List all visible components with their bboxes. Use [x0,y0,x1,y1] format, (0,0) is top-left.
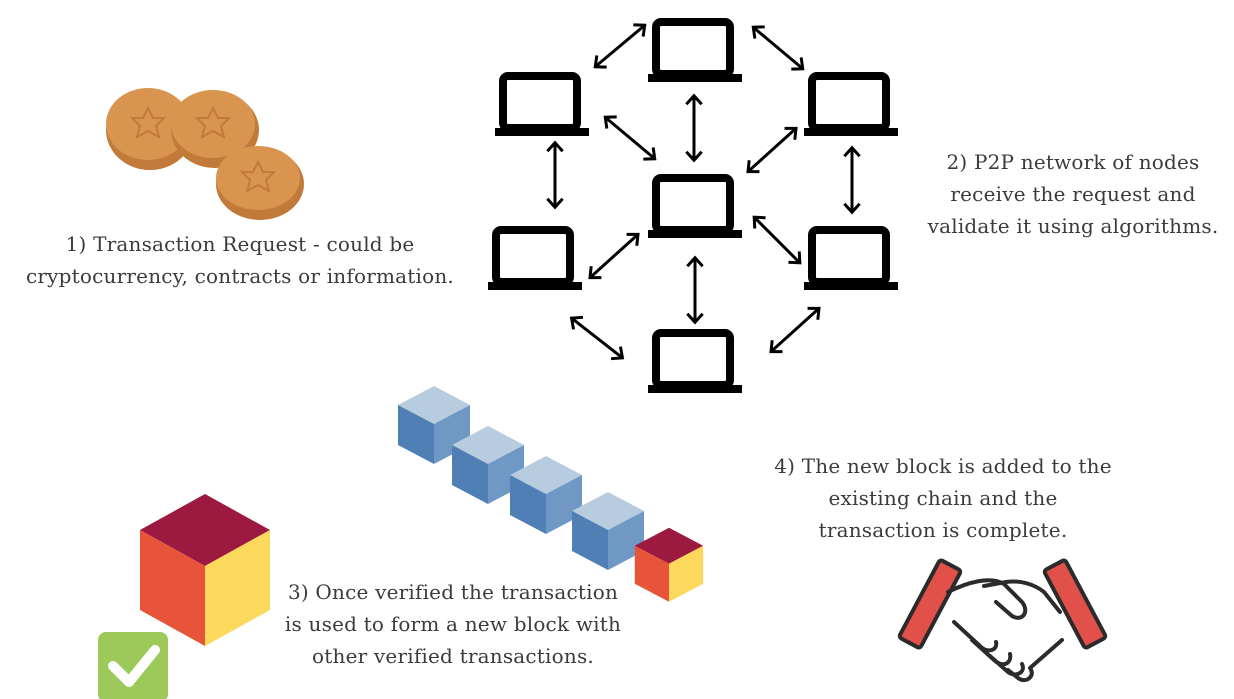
step-3-caption: 3) Once verified the transaction is used… [284,580,622,668]
double-arrow-icon [842,146,862,214]
coin-icon [106,88,194,170]
blockchain [398,386,704,602]
double-arrow-icon [545,141,565,209]
double-arrow-icon [684,94,704,162]
double-arrow-icon [747,210,807,270]
laptop-icon [648,178,742,238]
double-arrow-icon [583,227,645,285]
check-icon [98,632,168,699]
double-arrow-icon [685,256,705,324]
laptop-icon [495,76,589,136]
step-2-caption: 2) P2P network of nodes receive the requ… [927,150,1219,238]
block-icon [572,492,644,570]
double-arrow-icon [588,17,652,75]
step-4-caption: 4) The new block is added to the existin… [774,454,1112,542]
laptop-icon [648,333,742,393]
new-block-icon [634,527,704,602]
cube-icon [140,494,270,646]
p2p-network [488,17,898,393]
coin-icon [216,146,304,220]
laptop-icon [648,22,742,82]
coin-icon [171,90,259,168]
laptop-icon [804,76,898,136]
laptop-icon [804,230,898,290]
double-arrow-icon [598,109,662,167]
double-arrow-icon [741,121,803,179]
step-1-caption: 1) Transaction Request - could be crypto… [26,232,454,288]
handshake-icon [897,558,1108,683]
double-arrow-icon [565,310,629,366]
laptop-icon [488,230,582,290]
double-arrow-icon [746,19,810,77]
double-arrow-icon [764,301,826,359]
